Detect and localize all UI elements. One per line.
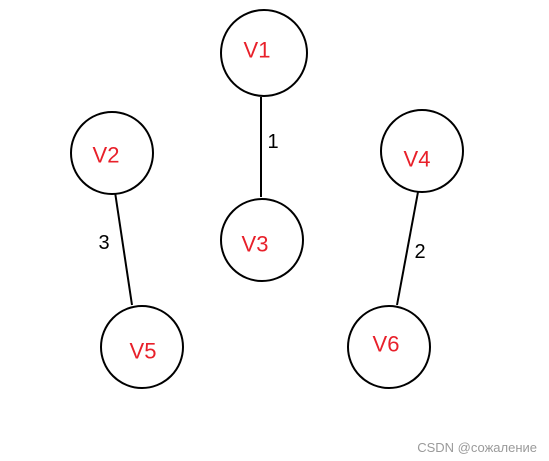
node-v1-circle (220, 9, 308, 97)
node-v4: V4 (380, 109, 464, 193)
edge-weight-v2-v5: 3 (98, 232, 109, 254)
node-v6-label: V6 (373, 332, 400, 357)
edge-weight-v1-v3: 1 (267, 131, 278, 153)
node-v5-label: V5 (130, 339, 157, 364)
node-v4-circle (380, 109, 464, 193)
node-v5-circle (100, 305, 184, 389)
edge-v2-v5 (114, 191, 133, 306)
node-v1-label: V1 (244, 38, 271, 63)
node-v2-label: V2 (93, 143, 120, 168)
watermark: CSDN @сожаление (417, 440, 537, 455)
node-v3-circle (220, 198, 304, 282)
node-v2: V2 (70, 111, 154, 195)
node-v3-label: V3 (242, 232, 269, 257)
node-v6-circle (347, 305, 431, 389)
node-v3: V3 (220, 198, 304, 282)
node-v4-label: V4 (404, 147, 431, 172)
node-v2-circle (70, 111, 154, 195)
node-v1: V1 (220, 9, 308, 97)
node-v5: V5 (100, 305, 184, 389)
node-v6: V6 (347, 305, 431, 389)
edge-weight-v4-v6: 2 (414, 241, 425, 263)
edge-v4-v6 (396, 191, 419, 306)
